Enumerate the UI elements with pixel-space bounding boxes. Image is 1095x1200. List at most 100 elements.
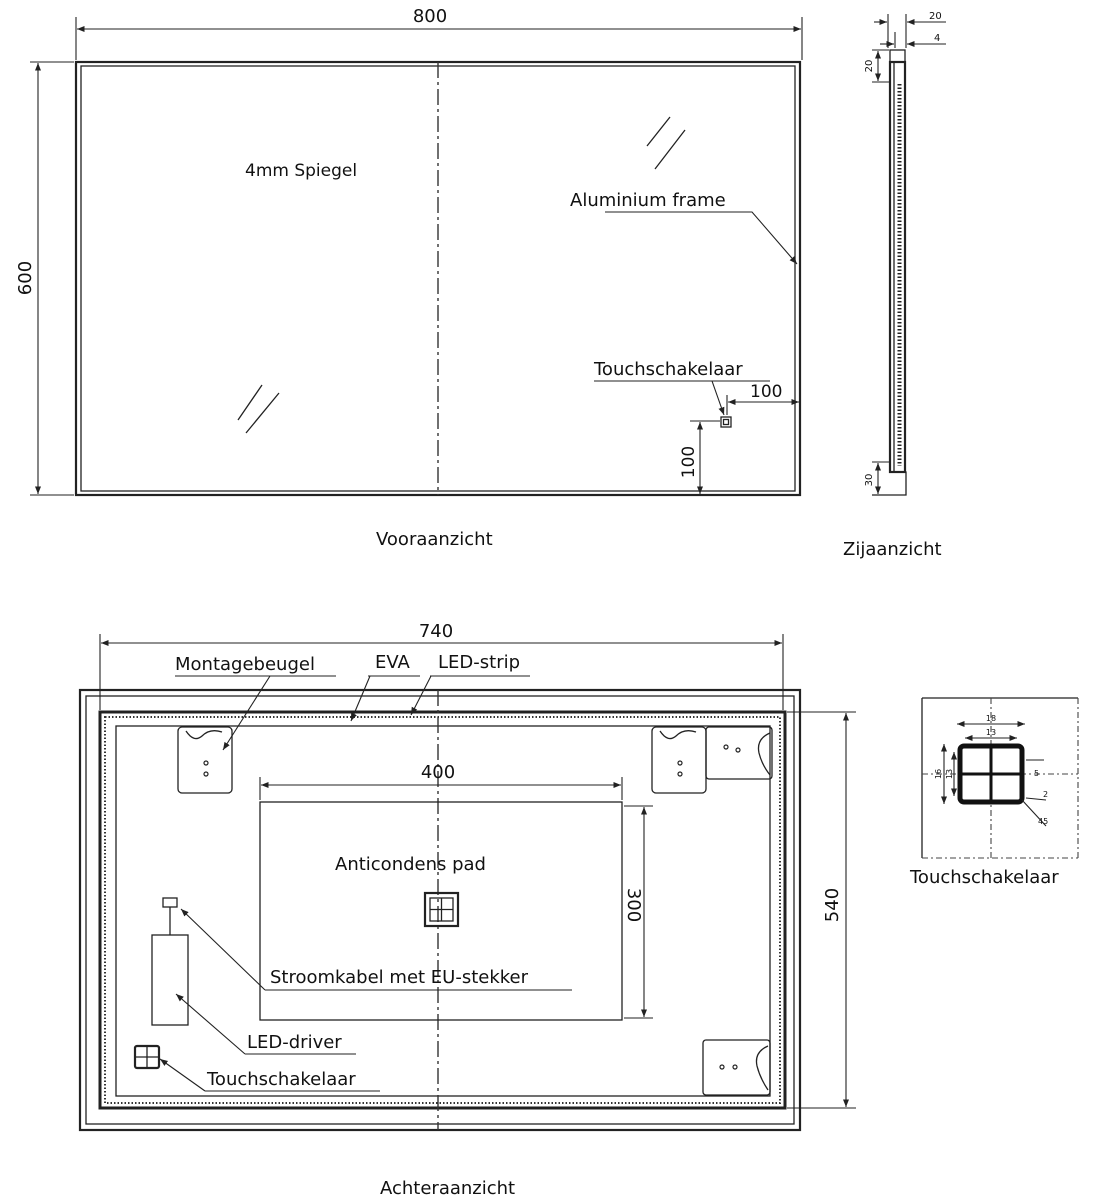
back-width-value: 740 [419, 621, 453, 642]
leader-line [180, 908, 266, 991]
back-view: 740 540 [78, 621, 856, 1199]
front-width-value: 800 [413, 6, 447, 27]
back-view-title: Achteraanzicht [380, 1178, 515, 1199]
side-top-dimension: 20 [864, 49, 889, 83]
switch-inner-height: 13 [945, 769, 954, 779]
pad-height-value: 300 [623, 888, 644, 922]
bracket-hole [677, 771, 683, 777]
front-switch-label: Touchschakelaar [593, 359, 743, 380]
leader-line [711, 380, 725, 416]
pad-hook [755, 1045, 769, 1091]
front-height-dimension: 600 [15, 61, 74, 496]
pad-label: Anticondens pad [335, 854, 486, 875]
eva-layer [115, 725, 771, 1097]
leader-line [1021, 799, 1047, 827]
led-strip-label: LED-strip [438, 652, 520, 673]
leader-line [350, 675, 371, 722]
touch-switch [720, 416, 732, 428]
switch-inner-width: 13 [986, 728, 996, 737]
side-depth-value: 20 [929, 11, 942, 22]
mirror-reflection-mark [646, 116, 686, 170]
pad-height-dimension: 300 [623, 805, 653, 1019]
bracket-plate [177, 726, 233, 794]
driver-callout: LED-driver [175, 993, 356, 1055]
leader-line [410, 675, 432, 716]
front-switch-callout: Touchschakelaar [593, 359, 770, 428]
front-width-dimension: 800 [75, 6, 803, 60]
switch-offset-y-dimension: 100 [679, 420, 720, 494]
side-top-value: 20 [864, 60, 875, 73]
cable-label: Stroomkabel met EU-stekker [270, 967, 529, 988]
switch-detail: 18 13 16 13 5 2 45 Touchschakelaar [909, 697, 1079, 888]
bracket-plate [651, 726, 707, 794]
front-height-value: 600 [15, 261, 36, 295]
led-strip-callout: LED-strip [410, 652, 530, 716]
pad-outline [259, 801, 623, 1021]
side-bottom-value: 30 [864, 474, 875, 487]
mounting-bracket-top-right [651, 726, 707, 794]
pad-hole [732, 1064, 738, 1070]
pad-hole [735, 747, 741, 753]
leader-line [222, 675, 271, 751]
switch-offset-x-dimension: 100 [726, 382, 799, 415]
eva-label: EVA [375, 652, 411, 673]
touch-switch-inner [722, 418, 730, 426]
side-glass-dimension: 4 [880, 33, 946, 48]
driver-label: LED-driver [247, 1032, 342, 1053]
side-bottom-dimension: 30 [864, 461, 907, 496]
back-frame-outer [78, 688, 802, 1132]
switch-dim-c: 45 [1038, 817, 1048, 826]
pad-hole [719, 1064, 725, 1070]
bracket-hole [203, 760, 209, 766]
switch-offset-x-value: 100 [750, 382, 782, 402]
bracket-hole [677, 760, 683, 766]
leader-line [159, 1058, 206, 1092]
bracket-hook [659, 730, 697, 740]
anticondens-pad: Anticondens pad [259, 801, 623, 1021]
front-view: 4mm Spiegel 800 600 Aluminium frame Touc… [15, 6, 803, 550]
back-panel [98, 710, 787, 1110]
back-touch-switch [133, 1044, 161, 1070]
back-width-dimension: 740 [99, 621, 784, 710]
mirror-reflection-mark [237, 384, 280, 434]
frame-callout: Aluminium frame [570, 190, 798, 265]
frame-label: Aluminium frame [570, 190, 726, 211]
side-profile-foot [872, 471, 907, 496]
side-glass-value: 4 [934, 33, 940, 44]
switch-outer-width: 18 [986, 714, 996, 723]
switch-detail-title: Touchschakelaar [909, 867, 1059, 888]
cable-callout: Stroomkabel met EU-stekker [180, 908, 572, 991]
side-view-title: Zijaanzicht [843, 539, 942, 560]
led-driver [151, 897, 189, 1026]
driver-box [151, 934, 189, 1026]
pad-width-value: 400 [421, 762, 455, 783]
switch-dim-b: 2 [1043, 790, 1048, 799]
mirror-label: 4mm Spiegel [245, 161, 357, 181]
leader-line [175, 993, 246, 1055]
eva-callout: EVA [350, 652, 420, 722]
pad-hole [723, 744, 729, 750]
pad-connector [423, 891, 460, 928]
back-frame-lip [85, 695, 795, 1125]
pad-plate [702, 1039, 771, 1096]
mounting-pad-right-bottom [702, 1039, 771, 1096]
pad-width-dimension: 400 [259, 762, 623, 800]
back-switch-callout: Touchschakelaar [159, 1058, 380, 1092]
bracket-label: Montagebeugel [175, 654, 315, 675]
leader-line [605, 211, 798, 265]
switch-outer-height: 16 [934, 769, 943, 779]
back-switch-label: Touchschakelaar [206, 1069, 356, 1090]
power-plug [162, 897, 178, 908]
mounting-bracket-top-left [177, 726, 233, 794]
back-height-value: 540 [822, 888, 843, 922]
pad-plate [705, 726, 773, 780]
bracket-hole [203, 771, 209, 777]
front-view-title: Vooraanzicht [376, 529, 493, 550]
mounting-pad-right-top [705, 726, 773, 780]
led-strip-outline [104, 716, 781, 1104]
switch-dim-a: 5 [1034, 769, 1039, 778]
bracket-hook [185, 730, 223, 740]
leader-line [1025, 797, 1047, 801]
side-profile-cap [889, 49, 906, 63]
